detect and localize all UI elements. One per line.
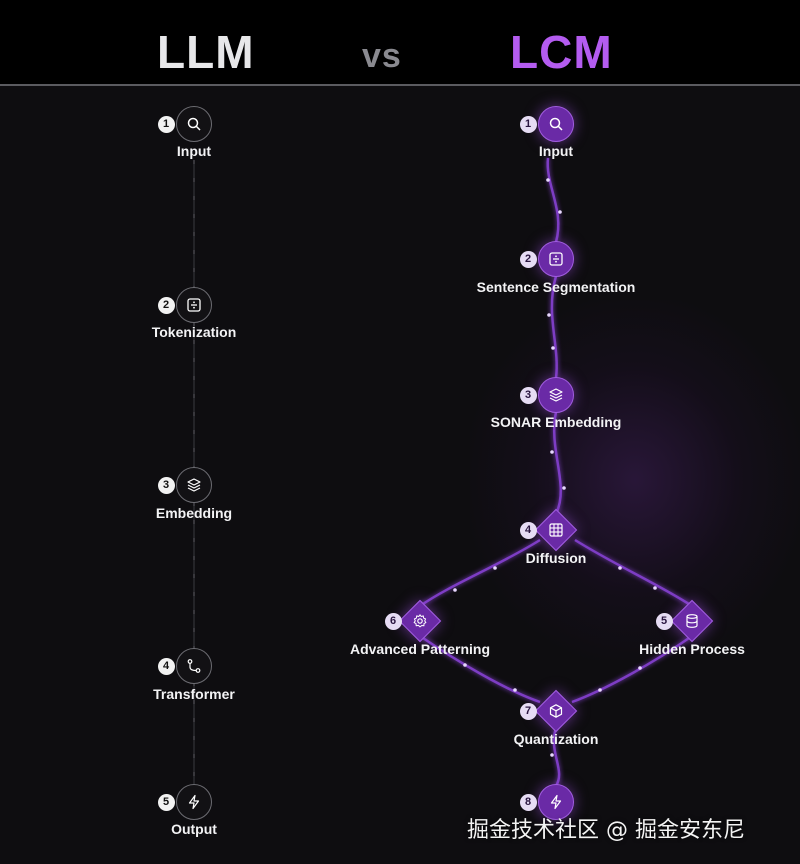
lcm-connector-6-7 bbox=[419, 634, 541, 704]
lcm-connector-7-8 bbox=[552, 727, 561, 787]
lcm-step-input bbox=[538, 106, 574, 142]
lcm-step-hidden-process bbox=[677, 606, 707, 636]
git-branch-icon bbox=[187, 659, 201, 673]
search-icon bbox=[187, 117, 201, 131]
llm-step-output bbox=[176, 784, 212, 820]
grid-icon bbox=[549, 523, 563, 537]
vs-label: vs bbox=[362, 37, 402, 75]
layers-icon bbox=[549, 388, 563, 402]
llm-step-label: Embedding bbox=[155, 505, 233, 521]
lcm-title: LCM bbox=[510, 26, 613, 78]
lcm-step-label: Advanced Patterning bbox=[349, 641, 491, 657]
watermark: 掘金技术社区 @ 掘金安东尼 bbox=[467, 818, 745, 843]
lightning-icon bbox=[188, 794, 200, 810]
lcm-step-number: 3 bbox=[519, 386, 537, 404]
lcm-step-label: Quantization bbox=[513, 731, 599, 747]
lcm-connector-1-2 bbox=[546, 157, 560, 243]
database-icon bbox=[686, 614, 698, 628]
search-icon bbox=[549, 117, 563, 131]
divide-icon bbox=[187, 298, 201, 312]
llm-step-input bbox=[176, 106, 212, 142]
llm-step-label: Transformer bbox=[153, 686, 235, 702]
llm-step-label: Input bbox=[176, 143, 212, 159]
gear-icon bbox=[413, 614, 427, 628]
cube-icon bbox=[549, 704, 563, 718]
lcm-step-sonar-embedding bbox=[538, 377, 574, 413]
lcm-step-label: Sentence Segmentation bbox=[476, 279, 636, 295]
lcm-step-number: 5 bbox=[655, 612, 673, 630]
llm-title: LLM bbox=[157, 26, 255, 78]
llm-step-label: Output bbox=[171, 821, 217, 837]
lcm-connector-2-3 bbox=[550, 275, 558, 379]
lightning-icon bbox=[550, 794, 562, 810]
llm-step-number: 5 bbox=[157, 793, 175, 811]
lcm-step-label: Diffusion bbox=[525, 550, 587, 566]
lcm-step-number: 7 bbox=[519, 702, 537, 720]
llm-step-number: 2 bbox=[157, 296, 175, 314]
lcm-step-quantization bbox=[541, 696, 571, 726]
lcm-step-advanced-patterning bbox=[405, 606, 435, 636]
llm-step-label: Tokenization bbox=[151, 324, 237, 340]
lcm-step-number: 4 bbox=[519, 521, 537, 539]
lcm-step-output bbox=[538, 784, 574, 820]
lcm-step-number: 2 bbox=[519, 250, 537, 268]
llm-step-number: 1 bbox=[157, 115, 175, 133]
lcm-step-diffusion bbox=[541, 515, 571, 545]
lcm-step-number: 6 bbox=[384, 612, 402, 630]
lcm-connector-4-5 bbox=[574, 538, 693, 608]
lcm-step-label: Input bbox=[538, 143, 574, 159]
lcm-step-label: Hidden Process bbox=[639, 641, 745, 657]
lcm-step-sentence-segmentation bbox=[538, 241, 574, 277]
lcm-step-label: SONAR Embedding bbox=[490, 414, 622, 430]
lcm-connector-3-4 bbox=[552, 411, 563, 515]
llm-step-embedding bbox=[176, 467, 212, 503]
layers-icon bbox=[187, 478, 201, 492]
lcm-step-number: 1 bbox=[519, 115, 537, 133]
llm-step-number: 4 bbox=[157, 657, 175, 675]
llm-step-transformer bbox=[176, 648, 212, 684]
llm-step-number: 3 bbox=[157, 476, 175, 494]
lcm-connector-4-6 bbox=[419, 538, 541, 608]
lcm-connector-5-7 bbox=[571, 634, 693, 704]
llm-step-tokenization bbox=[176, 287, 212, 323]
divide-icon bbox=[549, 252, 563, 266]
header: LLM vs LCM bbox=[0, 0, 800, 86]
lcm-step-number: 8 bbox=[519, 793, 537, 811]
